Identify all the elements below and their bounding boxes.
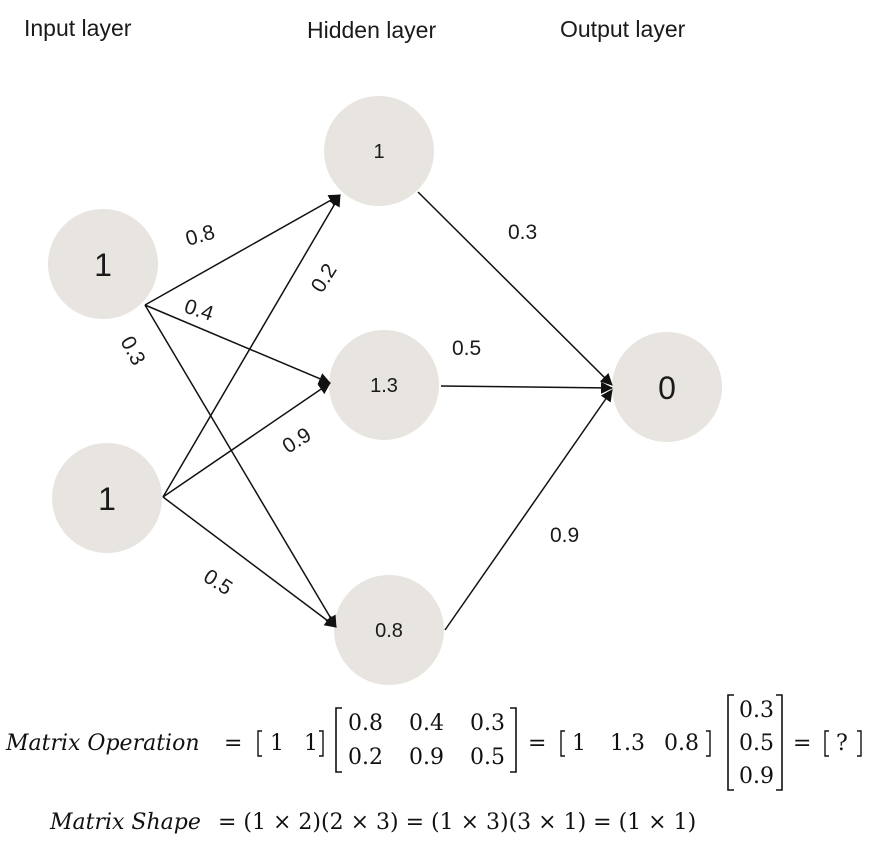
weight-label-i2-h1: 0.2 (307, 260, 342, 297)
weight-label-i1-h3: 0.3 (116, 333, 150, 370)
matrix-shape-label: Matrix Shape (49, 810, 201, 835)
eq-sign-1: = (224, 731, 242, 756)
weight-label-h1-o1: 0.3 (508, 221, 537, 244)
equation-matrix-shape: Matrix Shape = (1 × 2)(2 × 3) = (1 × 3)(… (49, 810, 696, 835)
input-vector-cell: 1 (304, 731, 318, 756)
edge-h1-o1 (417, 191, 613, 386)
output-node-1-value: 0 (658, 370, 676, 406)
weight-label-i2-h3: 0.5 (199, 565, 236, 600)
matrix-operation-label: Matrix Operation (5, 731, 200, 756)
hidden-node-2-value: 1.3 (370, 375, 398, 397)
hidden-node-2: 1.3 (329, 330, 439, 440)
input-node-1-value: 1 (94, 247, 112, 283)
input-vector-cell: 1 (270, 731, 284, 756)
edge-i2-h1 (162, 194, 341, 498)
input-node-1: 1 (48, 209, 158, 319)
weight-label-h2-o1: 0.5 (452, 337, 481, 360)
weight-label-i2-h2: 0.9 (278, 423, 315, 458)
output-weight-cell: 0.9 (739, 764, 774, 789)
weight-matrix-cell: 0.2 (348, 745, 383, 770)
weight-matrix-cell: 0.5 (470, 745, 505, 770)
weight-label-i1-h2: 0.4 (181, 295, 216, 326)
output-weights-vector: 0.3 0.5 0.9 (727, 694, 783, 791)
hidden-node-1: 1 (324, 96, 434, 206)
weight-matrix-cell: 0.8 (348, 711, 383, 736)
output-weight-cell: 0.5 (739, 731, 774, 756)
weight-matrix: 0.8 0.4 0.3 0.2 0.9 0.5 (335, 707, 517, 773)
edge-h3-o1 (444, 389, 613, 631)
output-layer-title: Output layer (560, 16, 686, 42)
edge-i1-h1 (144, 194, 341, 306)
weight-label-h3-o1: 0.9 (550, 524, 579, 547)
input-vector: 1 1 (257, 730, 324, 757)
equation-matrix-operation: Matrix Operation = 1 1 0.8 0.4 0.3 0.2 0… (5, 694, 862, 791)
hidden-vector-cell: 1 (572, 731, 586, 756)
input-node-2: 1 (52, 443, 162, 553)
hidden-node-1-value: 1 (373, 141, 384, 163)
edge-i1-h3 (144, 304, 337, 628)
weight-label-i1-h1: 0.8 (183, 221, 217, 251)
result-cell: ? (836, 731, 848, 756)
weight-matrix-cell: 0.9 (409, 745, 444, 770)
input-layer-title: Input layer (24, 15, 132, 41)
output-weight-cell: 0.3 (739, 698, 774, 723)
hidden-vector: 1 1.3 0.8 (560, 730, 711, 757)
edge-i2-h2 (162, 382, 331, 498)
weight-matrix-cell: 0.4 (409, 711, 444, 736)
hidden-node-3: 0.8 (334, 575, 444, 685)
weight-matrix-cell: 0.3 (470, 711, 505, 736)
eq-sign-2: = (528, 731, 546, 756)
hidden-layer-title: Hidden layer (307, 17, 436, 43)
matrix-shape-expression: = (1 × 2)(2 × 3) = (1 × 3)(3 × 1) = (1 ×… (218, 810, 696, 835)
result-vector: ? (824, 730, 862, 757)
input-node-2-value: 1 (98, 481, 116, 517)
edge-i1-h2 (144, 304, 331, 385)
hidden-vector-cell: 0.8 (664, 731, 699, 756)
edge-h2-o1 (440, 381, 613, 394)
edge-i2-h3 (162, 496, 337, 628)
output-node-1: 0 (612, 332, 722, 442)
eq-sign-3: = (793, 731, 811, 756)
hidden-vector-cell: 1.3 (610, 731, 645, 756)
hidden-node-3-value: 0.8 (375, 620, 403, 642)
